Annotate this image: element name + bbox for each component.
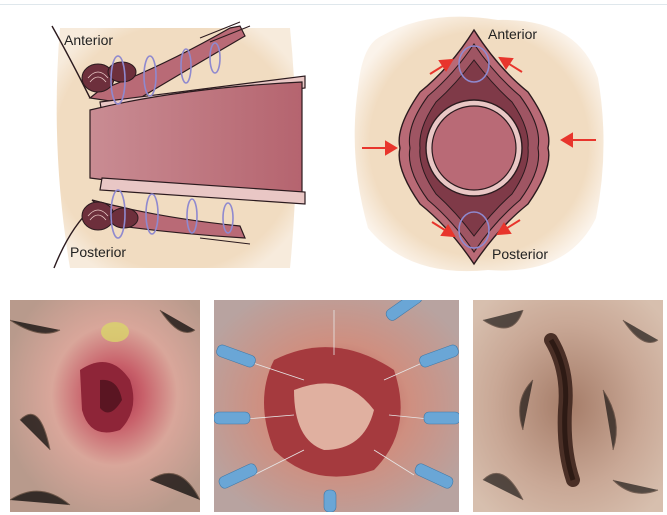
left-anterior-label: Anterior — [64, 32, 113, 48]
left-posterior-label: Posterior — [70, 244, 126, 260]
right-posterior-label: Posterior — [492, 246, 548, 262]
photo-postop-image — [473, 300, 663, 512]
photo-preop-image — [10, 300, 200, 512]
top-divider — [0, 4, 667, 5]
photo-postop — [473, 300, 663, 512]
photo-intraop-image — [214, 300, 459, 512]
cross-section-diagram — [348, 8, 610, 280]
photo-preop — [10, 300, 200, 512]
sagittal-diagram — [40, 18, 310, 280]
photo-intraop-retractors — [214, 300, 459, 512]
right-anterior-label: Anterior — [488, 26, 537, 42]
